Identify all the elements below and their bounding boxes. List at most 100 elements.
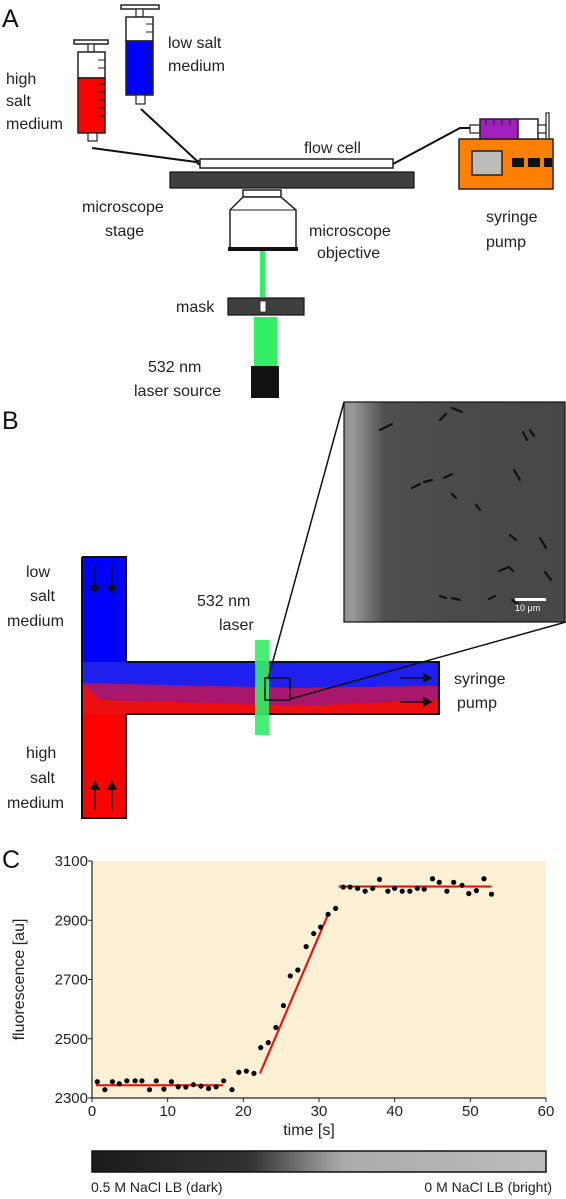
laser-spot [255,640,269,735]
data-point [273,1024,279,1031]
x-tick-label: 60 [538,1103,555,1120]
data-point [436,879,442,885]
data-point [295,967,301,973]
data-point [175,1084,181,1090]
data-point [407,888,413,894]
data-point [94,1079,100,1085]
syringe-pump [458,112,554,190]
low-salt-syringe [120,4,160,105]
mask-slit [259,300,267,313]
pump-label-a: syringe pump [486,209,542,251]
mask-label: mask [176,299,215,316]
objective-label: microscope objective [309,223,395,262]
x-tick-label: 40 [386,1103,403,1120]
data-point [258,1045,264,1051]
x-tick-label: 20 [235,1103,252,1120]
data-point [153,1078,159,1084]
panel-c-label: C [2,846,20,874]
y-axis-title: fluorescence [au] [11,919,28,1041]
data-point [161,1086,167,1092]
data-point [183,1084,189,1090]
data-point [251,1070,257,1077]
data-point [146,1087,153,1093]
data-point [168,1079,175,1085]
zoom-line-bottom [289,621,566,700]
data-point [385,888,391,894]
x-tick-label: 0 [88,1103,96,1120]
gradient-right-label: 0 M NaCl LB (bright) [424,1179,552,1195]
high-salt-syringe [73,39,109,142]
x-tick-label: 50 [462,1103,479,1120]
data-point [303,944,309,950]
pump-label-b: syringe pump [454,671,510,712]
y-tick-label: 2900 [55,912,88,929]
laser-source [251,366,279,398]
flow-cell-label: flow cell [304,140,361,157]
x-tick-label: 10 [159,1103,176,1120]
data-point [488,891,495,897]
data-point [333,905,339,912]
data-point [325,911,331,917]
data-point [116,1081,122,1087]
data-point [109,1079,116,1085]
data-point [444,888,450,894]
data-point [102,1087,108,1093]
data-point [229,1087,235,1093]
data-point [481,876,487,882]
laser-source-label: 532 nm laser source [134,359,221,400]
stage-label: microscope stage [82,199,168,240]
data-point [473,888,479,894]
low-salt-label-b: low salt medium [7,564,64,630]
tube-pump [392,127,472,165]
data-point [399,888,405,894]
y-tick-label: 2500 [55,1031,88,1048]
data-point [124,1078,130,1084]
data-point [347,884,353,890]
data-point [221,1078,227,1084]
panel-b-label: B [2,407,19,435]
data-point [362,888,368,894]
data-point [198,1083,204,1089]
y-tick-label: 2300 [55,1090,88,1107]
data-point [265,1040,271,1046]
data-point [392,885,398,891]
laser-beam-narrow [260,251,265,297]
data-point [280,1002,287,1009]
laser-label-b: 532 nm laser [197,593,255,634]
zoom-line-top [267,401,345,680]
data-point [236,1069,242,1075]
micrograph: 10 μm [343,401,566,623]
data-point [213,1084,219,1090]
panel-a-label: A [2,5,19,33]
flow-cell [199,158,394,169]
data-point [243,1068,249,1074]
data-point [459,882,465,888]
x-axis-title: time [s] [283,1122,335,1139]
data-point [132,1078,138,1084]
data-point [466,890,472,897]
panel-b: B [2,401,566,819]
laser-beam-wide [254,317,277,366]
panel-a: A high salt medium [2,4,554,400]
data-point [421,886,427,892]
data-point [311,930,317,937]
data-point [354,885,361,891]
data-point [376,876,383,882]
data-point [370,885,376,891]
data-point [340,884,346,890]
data-point [205,1085,212,1092]
tube-high-salt [91,147,201,166]
data-point [414,885,420,891]
data-point [190,1082,196,1088]
scale-bar-label: 10 μm [515,603,540,613]
y-tick-label: 2700 [55,972,88,989]
x-tick-label: 30 [311,1103,328,1120]
data-point [429,876,436,882]
microscope-stage [169,171,415,189]
roi-box [264,677,291,701]
plot-background [92,861,546,1098]
scale-bar [515,598,546,601]
